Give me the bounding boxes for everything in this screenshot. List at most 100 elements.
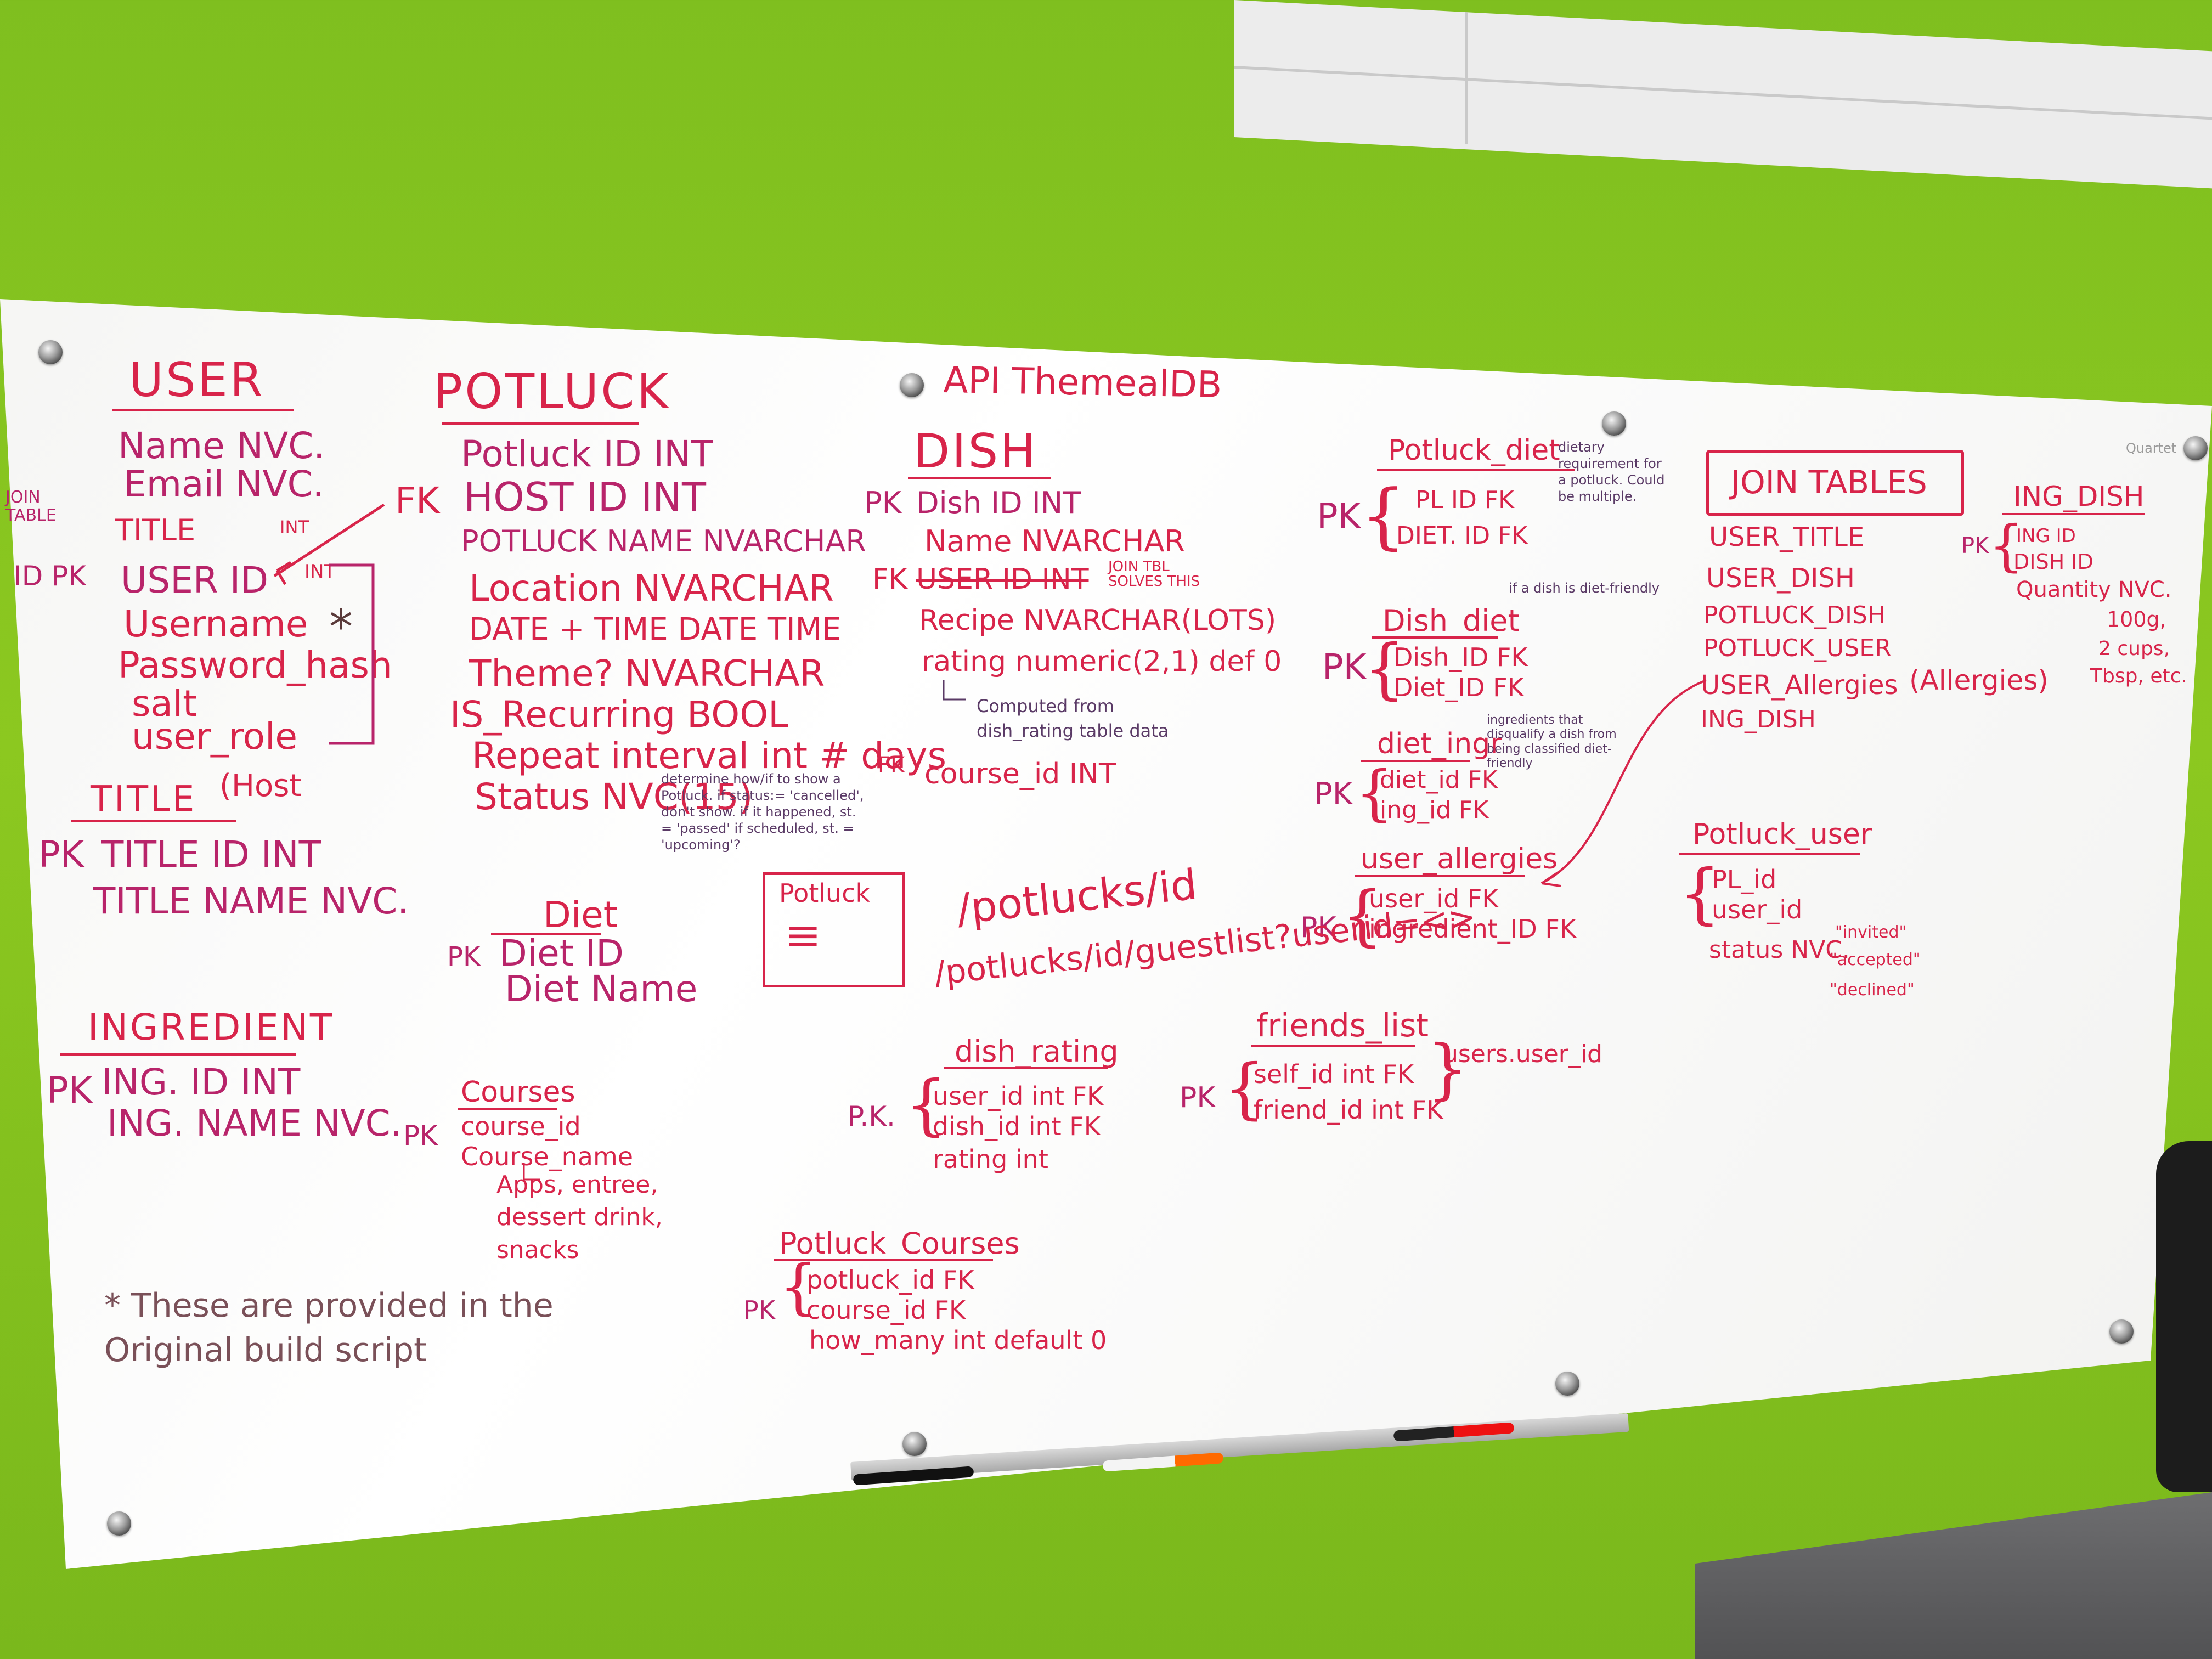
list-icon: ≡ [785, 910, 824, 961]
courses-table-title: Courses [461, 1076, 575, 1109]
ingredient-field: ING. NAME NVC. [107, 1102, 402, 1144]
dish-field-struck: USER ID INT [916, 563, 1089, 596]
brace-glyph: { [1361, 474, 1406, 557]
user-allergies-pk: PK [1300, 911, 1336, 944]
user-field: Username [123, 603, 308, 645]
brace-glyph: { [1363, 631, 1406, 707]
potluck-field: Location NVARCHAR [469, 567, 834, 610]
join-tables-item: ING_DISH [1701, 706, 1816, 733]
dish-field: rating numeric(2,1) def 0 [922, 645, 1282, 678]
potluck-field: Theme? NVARCHAR [469, 652, 825, 695]
potluck-field: IS_Recurring BOOL [450, 693, 788, 736]
ing-dish-field: DISH ID [2013, 550, 2094, 574]
dish-rating-title: dish_rating [955, 1034, 1119, 1069]
ingredient-pk: PK [47, 1069, 93, 1111]
ing-dish-field: ING ID [2016, 525, 2076, 547]
user-field: USER ID [121, 559, 269, 601]
diet-pk: PK [447, 941, 481, 972]
dish-field: course_id INT [924, 758, 1116, 791]
user-field: Password_hash [118, 644, 392, 686]
dish-pk: PK [864, 486, 901, 520]
potluck-field: DATE + TIME DATE TIME [469, 612, 842, 647]
brace-glyph: { [1341, 878, 1384, 954]
potluck-field: HOST ID INT [464, 474, 707, 520]
potluck-user-title: Potluck_user [1692, 818, 1872, 851]
ing-dish-example: 2 cups, [2098, 637, 2170, 660]
brand-label: Quartet [2126, 441, 2177, 456]
brace-glyph: { [905, 1067, 947, 1143]
join-tables-box [1706, 450, 1964, 516]
potluck-courses-field: course_id FK [806, 1295, 966, 1325]
user-field: Email NVC. [123, 463, 324, 505]
brace-glyph: } [1426, 1031, 1469, 1108]
title-table-title: TITLE [91, 779, 197, 820]
user-allergies-field: ingredient_ID FK [1369, 914, 1577, 944]
potluck-user-field: PL_id [1712, 865, 1777, 894]
user-side-note: JOIN TABLE [5, 488, 57, 525]
ingredient-table-title: INGREDIENT [88, 1006, 335, 1048]
join-tables-item: USER_DISH [1706, 563, 1855, 594]
brace-glyph: { [1679, 856, 1721, 932]
user-table-title: USER [129, 353, 265, 408]
title-table-note: (Host [219, 768, 302, 804]
friends-list-field: self_id int FK [1254, 1059, 1414, 1089]
dish-rating-field: dish_id int FK [933, 1111, 1101, 1141]
potluck-user-field: status NVC. [1709, 936, 1850, 964]
diet-ingr-note: ingredients that disqualify a dish from … [1487, 713, 1617, 771]
dish-fk2: FK [878, 753, 905, 778]
diet-ingr-title: diet_ingr [1377, 727, 1502, 760]
ingredient-field: ING. ID INT [101, 1061, 301, 1103]
office-chair [2156, 1141, 2212, 1492]
mounting-screw [1555, 1372, 1579, 1396]
dish-diet-field: Diet_ID FK [1393, 673, 1524, 702]
dish-fk: FK [872, 563, 908, 596]
potluck-field: Repeat interval int # days [472, 735, 946, 777]
dish-diet-field: Dish_ID FK [1393, 642, 1528, 672]
courses-field: course_id [461, 1111, 581, 1141]
potluck-user-status: "accepted" [1830, 950, 1921, 969]
potluck-field: Potluck ID INT [461, 433, 713, 475]
user-field: user_role [132, 715, 297, 758]
diet-field: Diet Name [505, 968, 698, 1010]
mounting-screw [1602, 411, 1626, 436]
courses-field: Course_name [461, 1142, 634, 1171]
ing-dish-title: ING_DISH [2013, 481, 2145, 512]
user-allergies-field: user_id FK [1369, 884, 1499, 913]
dish-table-title: DISH [913, 424, 1038, 479]
dish-diet-note: if a dish is diet-friendly [1509, 580, 1660, 596]
ing-dish-example: Tbsp, etc. [2090, 665, 2187, 687]
friends-list-ref: users.user_id [1443, 1040, 1603, 1068]
mounting-screw [107, 1511, 131, 1536]
brace-glyph: { [1355, 758, 1393, 828]
dish-field: Recipe NVARCHAR(LOTS) [919, 604, 1277, 637]
brace-glyph: { [779, 1251, 817, 1322]
friends-list-field: friend_id int FK [1254, 1095, 1443, 1125]
potluck-status-note: determine how/if to show a Potluck. if s… [661, 771, 864, 853]
mounting-screw [900, 373, 924, 397]
dish-diet-title: Dish_diet [1383, 603, 1520, 638]
diet-ingr-pk: PK [1314, 776, 1353, 812]
potluck-field: Status NVC(15) [475, 776, 753, 818]
join-tables-title: JOIN TABLES [1731, 464, 1927, 501]
potluck-courses-field: how_many int default 0 [809, 1325, 1107, 1355]
provided-star: * [329, 600, 355, 654]
potluck-card-sketch [763, 872, 905, 988]
ing-dish-pk: PK [1961, 533, 1989, 558]
potluck-diet-field: DIET. ID FK [1396, 522, 1528, 550]
dish-rating-field: user_id int FK [933, 1081, 1104, 1111]
user-field: salt [132, 682, 198, 725]
potluck-diet-note: dietary requirement for a potluck. Could… [1558, 439, 1665, 504]
mounting-screw [2109, 1319, 2134, 1344]
user-field: Name NVC. [118, 425, 325, 467]
user-int-label: INT [280, 517, 309, 538]
brace-glyph: { [1223, 1051, 1266, 1127]
user-pk-label: ID PK [14, 560, 87, 592]
potluck-card-title: Potluck [779, 878, 871, 908]
user-field: TITLE [115, 513, 196, 548]
mounting-screw [902, 1432, 927, 1456]
mounting-screw [2183, 436, 2208, 460]
dish-computed-note: Computed from dish_rating table data [977, 696, 1169, 741]
join-tables-item: USER_Allergies [1701, 670, 1898, 701]
join-tables-item: POTLUCK_USER [1703, 634, 1892, 662]
